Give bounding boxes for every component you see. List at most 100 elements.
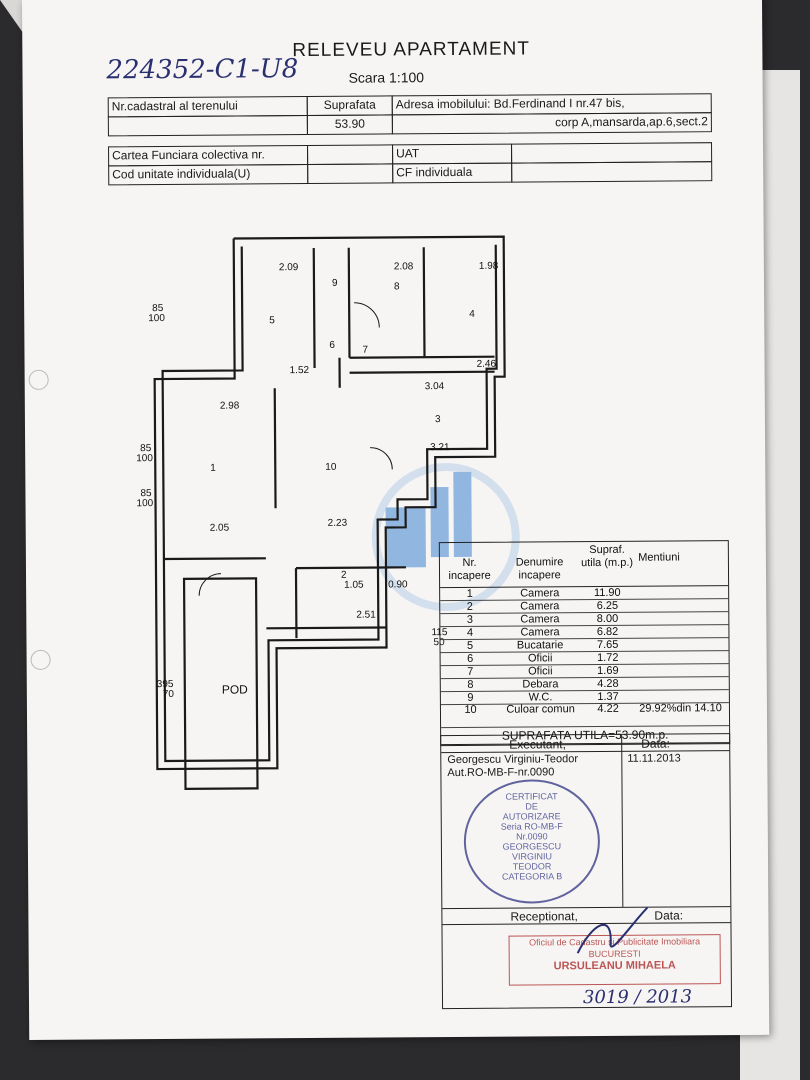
- svg-text:2: 2: [341, 570, 347, 581]
- svg-text:9: 9: [332, 278, 338, 289]
- executant-label: Executant,: [509, 737, 566, 752]
- svg-text:7: 7: [362, 345, 368, 356]
- room-nr: 4: [466, 626, 474, 639]
- pod-label: POD: [222, 682, 248, 696]
- room-note: [635, 638, 729, 651]
- room-area: 1.69: [597, 664, 619, 678]
- room-note: 29.92%din 14.10: [639, 702, 722, 715]
- room-name: Camera: [520, 613, 560, 626]
- room-nr: 10: [464, 703, 477, 716]
- room-note: [635, 625, 729, 638]
- svg-text:2.09: 2.09: [279, 262, 299, 273]
- room-note: [635, 690, 729, 703]
- cf-blank: [307, 144, 394, 166]
- svg-text:8: 8: [394, 281, 400, 292]
- room-area: 4.22: [597, 702, 619, 716]
- svg-text:6: 6: [329, 340, 335, 351]
- room-nr: 5: [466, 639, 474, 652]
- room-note: [634, 586, 728, 599]
- room-note: [634, 599, 728, 612]
- room-nr: 2: [466, 600, 473, 613]
- room-area: 11.90: [593, 586, 621, 600]
- room-name: Debara: [522, 678, 559, 691]
- rooms-table: Nr. incapere Denumire incapere Supraf. u…: [438, 540, 731, 747]
- room-area: 1.37: [597, 690, 619, 704]
- svg-text:2.51: 2.51: [356, 610, 376, 621]
- svg-text:70: 70: [163, 689, 175, 700]
- room-area: 6.82: [596, 625, 619, 639]
- svg-text:10: 10: [325, 462, 337, 473]
- svg-text:1.52: 1.52: [290, 365, 310, 376]
- room-nr: 9: [467, 691, 474, 704]
- svg-text:5: 5: [269, 315, 275, 326]
- col-nr-header: Nr. incapere: [448, 556, 491, 583]
- receptionat-label: Receptionat,: [510, 909, 578, 924]
- surface-label: Suprafata: [306, 95, 393, 117]
- punch-hole: [28, 369, 49, 390]
- room-nr: 8: [467, 678, 474, 691]
- svg-text:85: 85: [140, 443, 152, 454]
- authorization-number: Aut.RO-MB-F-nr.0090: [447, 766, 555, 780]
- cod-blank: [307, 163, 394, 185]
- svg-text:2.08: 2.08: [394, 261, 414, 272]
- table-row: 10 Culoar comun 4.22 29.92%din 14.10: [440, 702, 730, 729]
- cf-label: Cartea Funciara colectiva nr.: [108, 145, 309, 167]
- svg-text:50: 50: [433, 637, 445, 648]
- svg-text:100: 100: [148, 313, 165, 324]
- svg-text:3: 3: [435, 414, 441, 425]
- surface-value: 53.90: [306, 114, 393, 136]
- svg-text:3.04: 3.04: [425, 381, 445, 392]
- svg-text:1.98: 1.98: [479, 261, 499, 272]
- svg-text:85: 85: [152, 303, 164, 314]
- svg-text:3.21: 3.21: [430, 442, 450, 453]
- page-title: RELEVEU APARTAMENT: [292, 38, 531, 62]
- room-nr: 6: [467, 652, 474, 665]
- executant-box: Executant, Data: Georgescu Virginiu-Teod…: [440, 733, 733, 1010]
- cadastral-label: Nr.cadastral al terenului: [107, 96, 308, 118]
- scale-label: Scara 1:100: [348, 69, 425, 86]
- room-name: Camera: [520, 600, 560, 613]
- svg-text:395: 395: [157, 679, 174, 690]
- uat-label: UAT: [392, 143, 513, 165]
- svg-text:1.05: 1.05: [344, 580, 364, 591]
- svg-text:2.05: 2.05: [210, 523, 230, 534]
- room-note: [635, 677, 729, 690]
- address-line2: corp A,mansarda,ap.6,sect.2: [391, 112, 712, 135]
- cf-individual-value: [511, 161, 713, 183]
- handwritten-number: 224352-C1-U8: [106, 54, 299, 86]
- room-name: Camera: [520, 626, 560, 639]
- room-nr: 7: [467, 665, 474, 678]
- room-area: 4.28: [597, 677, 619, 691]
- date-label-2: Data:: [654, 908, 684, 923]
- svg-text:115: 115: [431, 627, 447, 638]
- svg-text:0.90: 0.90: [388, 579, 408, 590]
- svg-text:85: 85: [140, 488, 152, 499]
- room-name: Oficii: [528, 665, 553, 678]
- col-note-header: Mentiuni: [638, 551, 680, 564]
- room-nr: 3: [466, 613, 474, 626]
- room-nr: 1: [466, 587, 473, 600]
- executant-name: Georgescu Virginiu-Teodor: [447, 753, 579, 767]
- svg-text:4: 4: [469, 309, 475, 320]
- svg-text:100: 100: [136, 453, 153, 464]
- bottom-handwritten: 3019 / 2013: [582, 986, 693, 1009]
- signature: [576, 906, 649, 954]
- room-note: [635, 664, 729, 677]
- cod-label: Cod unitate individuala(U): [108, 164, 309, 186]
- document-sheet: 224352-C1-U8 RELEVEU APARTAMENT Scara 1:…: [22, 0, 770, 1040]
- room-name: Culoar comun: [506, 703, 575, 716]
- room-note: [635, 612, 729, 625]
- cadastral-value: [107, 115, 308, 137]
- col-name-header: Denumire incapere: [515, 556, 564, 582]
- room-area: 1.72: [597, 651, 619, 665]
- room-name: Oficii: [527, 652, 553, 665]
- svg-text:2.46: 2.46: [477, 359, 497, 370]
- room-area: 8.00: [596, 612, 619, 626]
- svg-text:2.98: 2.98: [220, 400, 240, 411]
- watermark-logo: [371, 463, 520, 612]
- svg-text:2.23: 2.23: [328, 518, 348, 529]
- room-note: [635, 651, 729, 664]
